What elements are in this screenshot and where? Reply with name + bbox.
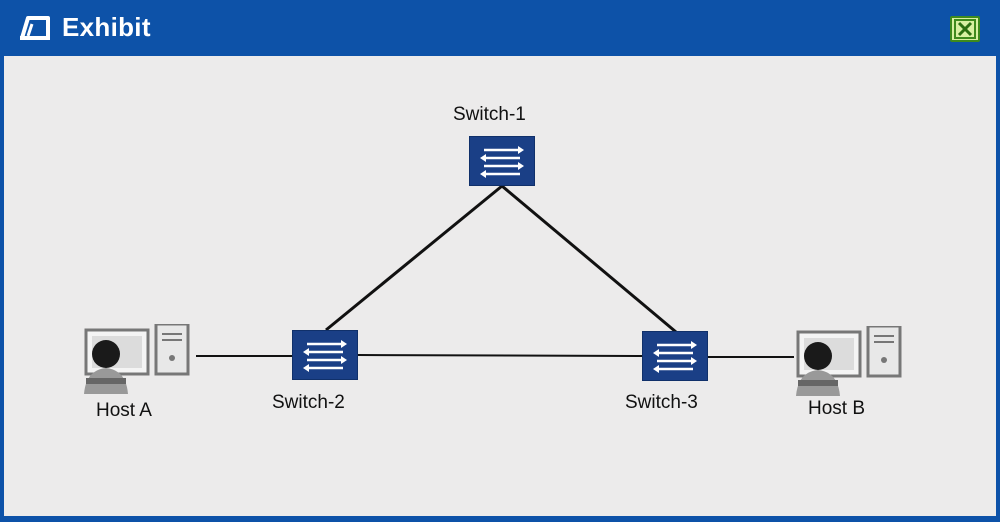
link-switch2-switch3 [357, 354, 643, 357]
switch-icon [292, 330, 358, 380]
window-title: Exhibit [62, 12, 151, 42]
switch-icon [469, 136, 535, 186]
close-button[interactable] [950, 16, 980, 42]
topology-canvas: Switch-1 Switch-2 [4, 56, 996, 516]
link-switch2-switch1 [325, 184, 503, 332]
switch-3-label: Switch-3 [625, 392, 698, 413]
host-pc-icon [790, 324, 910, 402]
switch-1-label: Switch-1 [453, 104, 526, 125]
host-b-label: Host B [808, 398, 866, 419]
switch-2-label: Switch-2 [272, 392, 345, 413]
link-switch1-switch3 [501, 184, 677, 334]
switch-icon [642, 331, 708, 381]
topology-links [196, 184, 794, 358]
host-a-node[interactable] [78, 322, 198, 401]
host-a-label: Host A [96, 400, 152, 421]
title-bar: Exhibit [0, 0, 1000, 56]
exhibit-icon [18, 14, 52, 42]
host-pc-icon [78, 322, 198, 400]
host-b-node[interactable] [790, 324, 910, 403]
